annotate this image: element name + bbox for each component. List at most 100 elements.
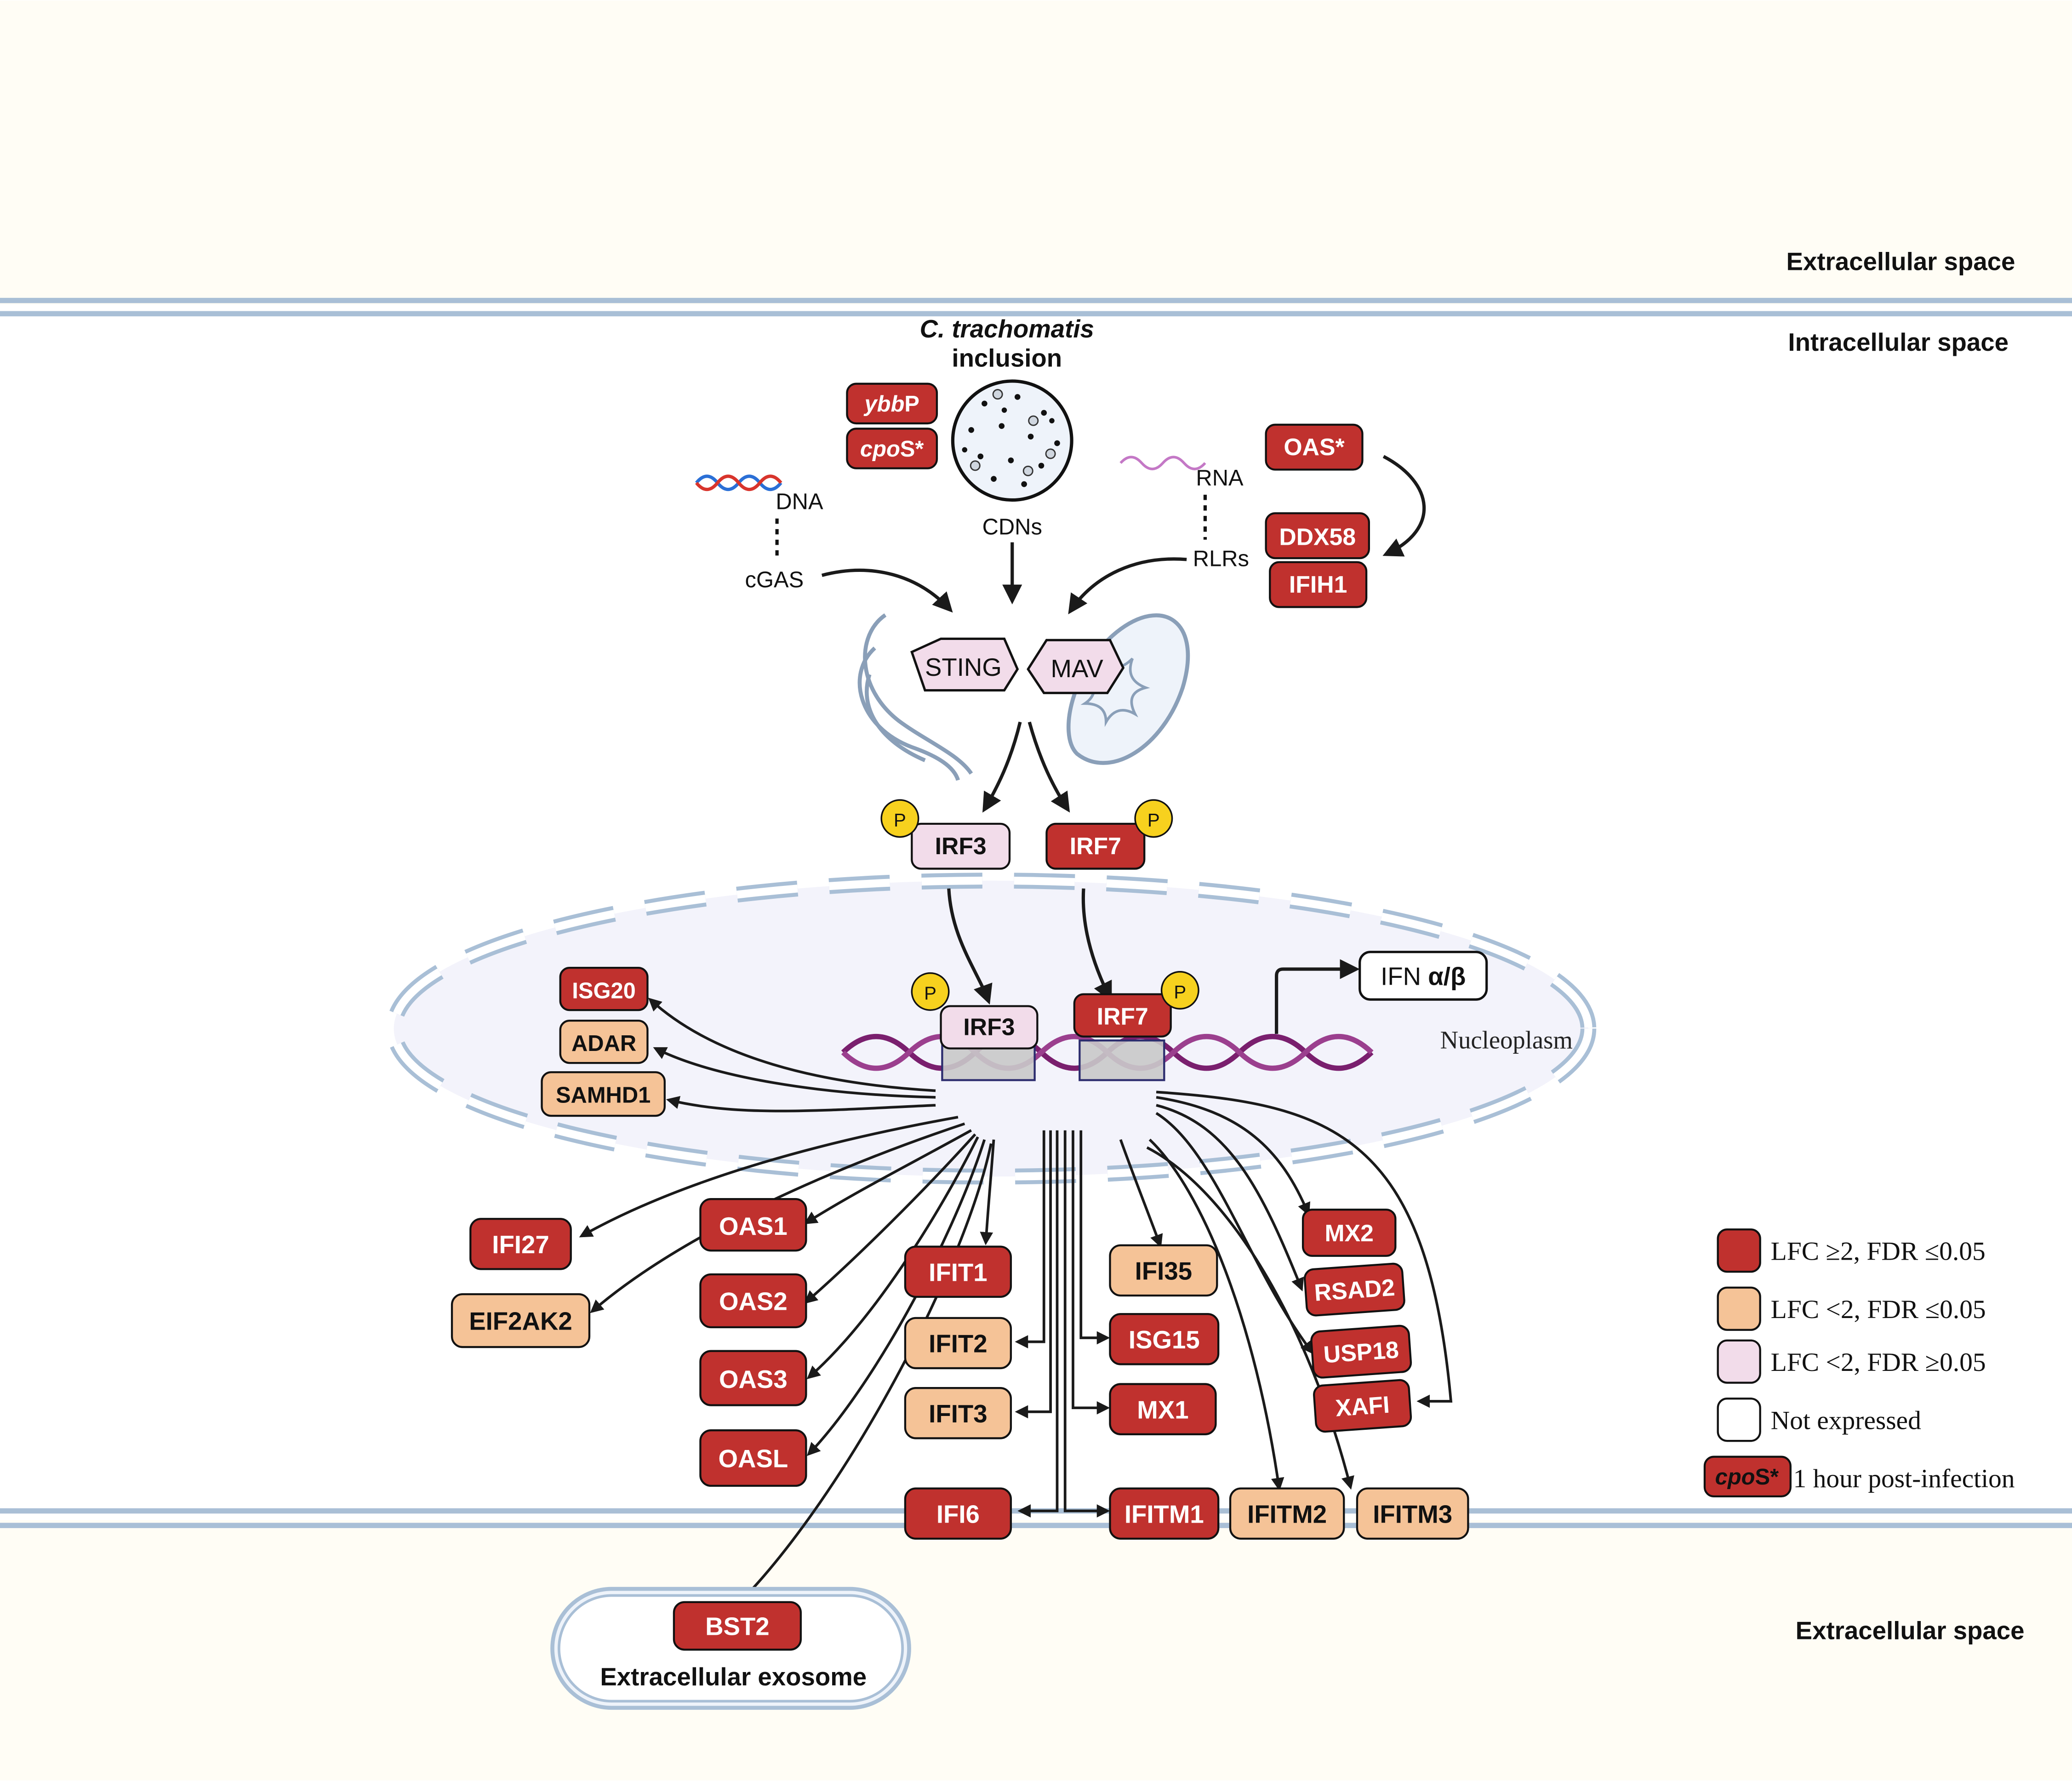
irf7-phospho-icon: P <box>1134 799 1173 838</box>
usp18-label: USP18 <box>1323 1336 1400 1368</box>
ifih1-label: IFIH1 <box>1289 571 1347 598</box>
bst2-label: BST2 <box>705 1613 770 1641</box>
oas3-box: OAS3 <box>699 1350 807 1406</box>
ifitm3-label: IFITM3 <box>1373 1500 1452 1528</box>
ifi6-box: IFI6 <box>904 1487 1012 1540</box>
arrow-irf3-to-nucleus <box>947 888 993 1005</box>
ddx58-box: DDX58 <box>1265 512 1370 559</box>
ifn-box: IFN α/β <box>1359 951 1488 1001</box>
adar-box: ADAR <box>559 1019 649 1064</box>
legend-label-cpos: 1 hour post-infection <box>1793 1464 2015 1493</box>
usp18-box: USP18 <box>1310 1324 1412 1379</box>
arrow-to-ifn <box>1275 959 1360 1034</box>
endoplasmic-reticulum-icon <box>857 613 973 781</box>
irf7-nuclear-box: IRF7 <box>1073 993 1172 1038</box>
extracellular-top-area <box>0 0 2072 305</box>
ifit3-label: IFIT3 <box>929 1400 987 1428</box>
plasma-membrane-top <box>0 297 2072 317</box>
legend: LFC ≥2, FDR ≤0.05 LFC <2, FDR ≤0.05 LFC … <box>1703 1228 2015 1498</box>
samhd1-label: SAMHD1 <box>556 1083 651 1107</box>
ifi27-box: IFI27 <box>469 1218 572 1270</box>
isg20-box: ISG20 <box>559 966 649 1011</box>
oas1-box: OAS1 <box>699 1198 807 1252</box>
isg20-label: ISG20 <box>572 978 636 1003</box>
ifit2-label: IFIT2 <box>929 1330 987 1358</box>
irf3-nuclear-box: IRF3 <box>940 1005 1039 1050</box>
irf3-phospho-icon: P <box>880 799 919 838</box>
dna-strand-icon <box>695 474 782 491</box>
svg-text:ybbP: ybbP <box>863 392 919 417</box>
ifit2-box: IFIT2 <box>904 1317 1012 1370</box>
irf3-nuclear-phospho-icon: P <box>911 972 950 1011</box>
arrow-cgas-to-sting <box>821 568 953 613</box>
ybbp-italic: ybb <box>863 392 904 417</box>
irf3-nuclear-label: IRF3 <box>963 1014 1015 1040</box>
svg-text:IFN α/β: IFN α/β <box>1381 963 1466 991</box>
label-exosome: Extracellular exosome <box>600 1663 867 1691</box>
nuclear-envelope-inner <box>389 876 1593 1181</box>
oas3-label: OAS3 <box>719 1365 788 1393</box>
label-rlrs: RLRs <box>1193 546 1249 571</box>
legend-label-none: Not expressed <box>1771 1406 1921 1435</box>
irf7-phospho-label: P <box>1147 810 1160 831</box>
legend-cpos-italic: cpo <box>1715 1465 1755 1490</box>
svg-text:cpoS*: cpoS* <box>860 437 924 462</box>
ifi35-box: IFI35 <box>1109 1244 1218 1297</box>
mx1-label: MX1 <box>1137 1396 1188 1424</box>
legend-label-low: LFC <2, FDR ≤0.05 <box>1771 1295 1986 1324</box>
ybbp-plain: P <box>904 392 919 417</box>
mx2-label: MX2 <box>1325 1220 1374 1246</box>
inclusion-title: inclusion <box>952 344 1062 372</box>
label-extracellular-bottom: Extracellular space <box>1796 1616 2025 1644</box>
svg-text:cpoS*: cpoS* <box>1715 1465 1779 1490</box>
arrow-to-irf3 <box>982 721 1022 813</box>
ifi35-label: IFI35 <box>1135 1257 1192 1285</box>
arrow-oas-to-ddx58 <box>1382 455 1426 557</box>
mav-node: MAV <box>1027 639 1125 694</box>
samhd1-box: SAMHD1 <box>541 1071 666 1117</box>
xafi-box: XAFI <box>1313 1379 1412 1433</box>
inclusion-body <box>951 379 1073 502</box>
eif2ak2-label: EIF2AK2 <box>469 1307 572 1336</box>
extracellular-bottom-area <box>0 1520 2072 1781</box>
legend-item-low: LFC <2, FDR ≤0.05 <box>1717 1286 1986 1331</box>
ifi27-label: IFI27 <box>492 1231 549 1259</box>
label-rna: RNA <box>1196 466 1244 491</box>
ifih1-box: IFIH1 <box>1269 561 1368 608</box>
rsad2-label: RSAD2 <box>1313 1274 1396 1306</box>
xafi-label: XAFI <box>1335 1391 1391 1421</box>
cpos-plain: S* <box>900 437 924 462</box>
oas1-label: OAS1 <box>719 1212 788 1240</box>
mx1-box: MX1 <box>1109 1383 1217 1435</box>
label-extracellular-top: Extracellular space <box>1787 247 2015 275</box>
label-cdns: CDNs <box>982 514 1042 539</box>
ifitm2-box: IFITM2 <box>1229 1487 1345 1540</box>
legend-item-ns: LFC <2, FDR ≥0.05 <box>1717 1339 1986 1384</box>
irf3-cytoplasm-box: IRF3 <box>911 822 1011 870</box>
label-intracellular: Intracellular space <box>1788 328 2009 356</box>
mav-label: MAV <box>1050 655 1103 683</box>
ifitm1-label: IFITM1 <box>1124 1500 1204 1528</box>
oasl-label: OASL <box>719 1445 788 1473</box>
rna-strand-icon <box>1119 456 1206 470</box>
irf7-nuclear-phospho-label: P <box>1174 982 1186 1002</box>
isg15-box: ISG15 <box>1109 1313 1220 1365</box>
cpos-box: cpoS* <box>846 428 938 469</box>
legend-item-high: LFC ≥2, FDR ≤0.05 <box>1717 1228 1986 1273</box>
irf3-nuclear-phospho-label: P <box>924 983 936 1004</box>
cpos-italic: cpo <box>860 437 900 462</box>
irf7-binding-site <box>1079 1039 1165 1081</box>
sting-node: STING <box>910 637 1019 692</box>
ifi6-label: IFI6 <box>936 1500 980 1528</box>
ddx58-label: DDX58 <box>1279 523 1356 550</box>
ifitm3-box: IFITM3 <box>1356 1487 1469 1540</box>
label-dna: DNA <box>776 490 823 514</box>
inclusion-title-species: C. trachomatis <box>920 315 1094 343</box>
adar-label: ADAR <box>571 1031 636 1056</box>
label-cgas: cGAS <box>745 567 804 592</box>
mx2-box: MX2 <box>1301 1209 1397 1257</box>
ifit1-label: IFIT1 <box>929 1258 987 1286</box>
oas-star-label: OAS* <box>1284 434 1345 460</box>
